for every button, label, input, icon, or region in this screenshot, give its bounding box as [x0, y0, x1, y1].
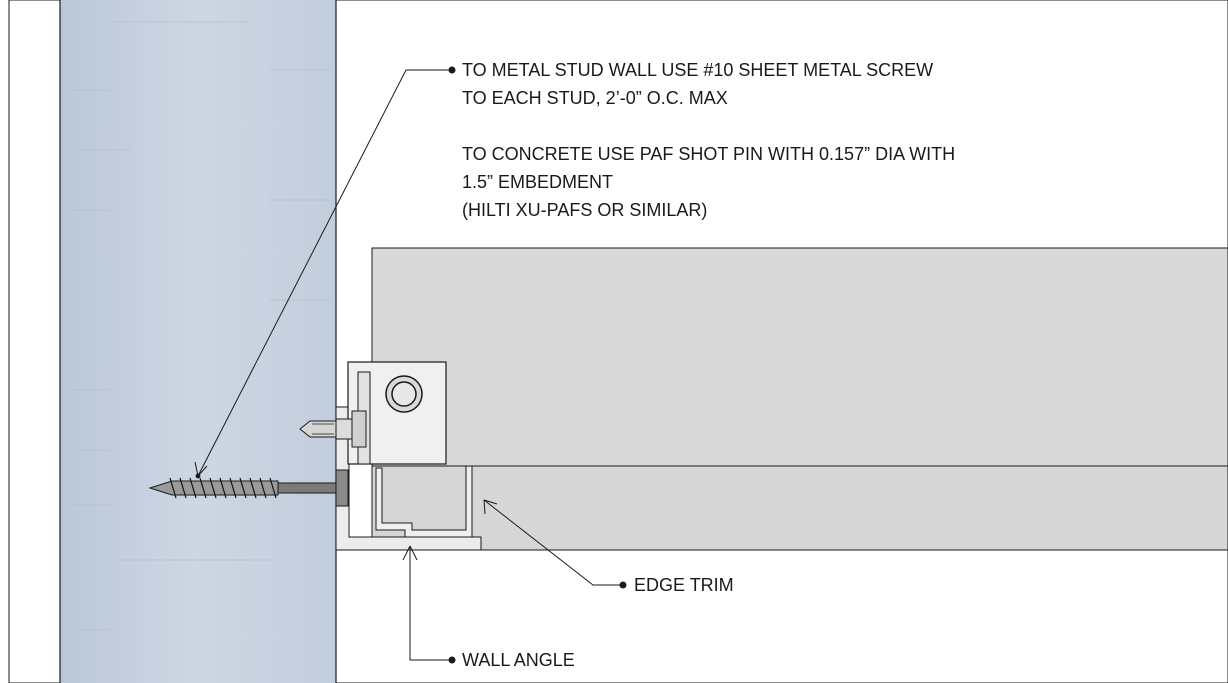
wall-section [60, 0, 336, 683]
wall [59, 0, 337, 683]
panel-body [371, 247, 1228, 467]
wall-angle-leader [409, 546, 452, 661]
screw-hex-head [351, 410, 367, 448]
fastener-note: TO METAL STUD WALL USE #10 SHEET METAL S… [462, 60, 960, 220]
self-drilling-screw [299, 410, 367, 448]
wall-texture [70, 21, 330, 631]
fastener-note-line-4: TO CONCRETE USE PAF SHOT PIN WITH 0.157”… [462, 144, 955, 164]
drawing-border [8, 0, 1228, 683]
wall-screw-shank [277, 482, 339, 494]
fastener-leader [195, 69, 452, 479]
leaders [195, 69, 623, 661]
fastener-note-line-2: TO EACH STUD, 2’-0” O.C. MAX [462, 88, 728, 108]
panel-lower-band [371, 465, 1228, 551]
screw-drill-tip [299, 420, 337, 438]
fastener-leader-dot [448, 66, 456, 74]
wall-screw [148, 469, 349, 507]
fastener-note-line-1: TO METAL STUD WALL USE #10 SHEET METAL S… [462, 60, 933, 80]
panel [371, 247, 1228, 551]
screw-threads [169, 477, 277, 499]
fastener-note-line-6: (HILTI XU-PAFS OR SIMILAR) [462, 200, 707, 220]
wall-screw-head [335, 469, 349, 507]
edge-trim [375, 465, 473, 538]
wall-angle-label: WALL ANGLE [462, 650, 575, 670]
fastener-note-line-5: 1.5” EMBEDMENT [462, 172, 613, 192]
wall-angle-leader-dot [448, 656, 456, 664]
leader-arrowheads [194, 461, 498, 561]
bolt-head [391, 381, 417, 407]
edge-trim-label: EDGE TRIM [634, 575, 734, 595]
edge-trim-leader-dot [619, 581, 627, 589]
edge-trim-leader [483, 499, 623, 586]
